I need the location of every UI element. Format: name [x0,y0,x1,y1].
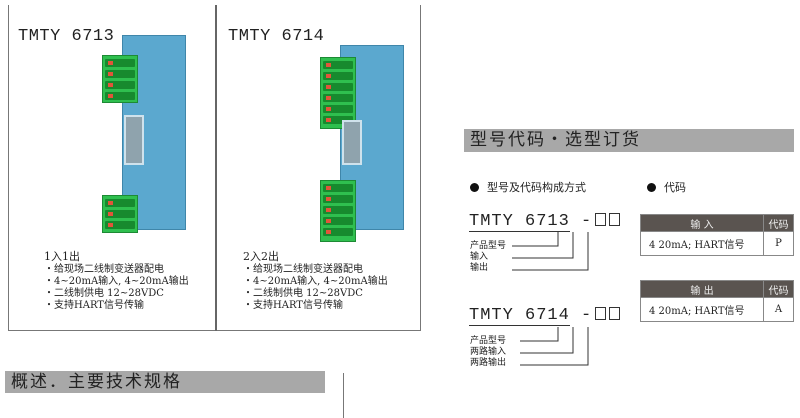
input-code-box [595,307,607,320]
product-model: TMTY 6713 [18,27,115,46]
table-cell: 4 20mA; HART信号 [640,297,764,322]
bullet-icon [647,183,656,192]
feature: 给现场二线制变送器配电 [54,264,164,275]
code-label: 产品型号 [470,336,507,346]
product-features: 1入1出 ・给现场二线制变送器配电 ・4~20mA输入, 4~20mA输出 ・二… [44,250,189,311]
device-image-6713 [100,35,190,240]
code-labels: 产品型号 两路输入 两路输出 [470,336,506,369]
table-cell: 4 20mA; HART信号 [640,231,764,256]
code-labels: 产品型号 输入 输出 [470,241,506,274]
code-label: 输出 [470,263,489,273]
code-format-6713: TMTY 6713 - [469,212,621,232]
code-model: TMTY 6713 [469,212,570,232]
device-image-6714 [318,45,408,245]
code-model: TMTY 6714 [469,306,570,326]
feature: 4~20mA输入, 4~20mA输出 [253,276,388,287]
code-title: 代码 [647,179,686,195]
feature: 4~20mA输入, 4~20mA输出 [54,276,189,287]
code-label: 输入 [470,252,489,262]
overview-heading: 概述．主要技术规格 [5,371,325,393]
code-format-6714: TMTY 6714 - [469,306,621,326]
feature: 支持HART信号传输 [54,300,144,311]
panel-divider [215,5,217,331]
table-header: 输 出 [640,280,764,298]
ordering-heading: 型号代码・选型订货 [464,129,794,152]
output-code-box [609,213,621,226]
bullet-icon [470,183,479,192]
product-io-title: 1入1出 [44,250,80,263]
table-header: 代码 [763,280,794,298]
code-leader-lines [520,327,589,366]
product-features: 2入2出 ・给现场二线制变送器配电 ・4~20mA输入, 4~20mA输出 ・二… [243,250,388,311]
feature: 二线制供电 12~28VDC [54,288,164,299]
table-header: 输 入 [640,214,764,232]
code-label: 两路输出 [470,358,507,368]
code-title-text: 代码 [664,181,686,194]
code-label: 产品型号 [470,241,507,251]
table-cell: A [763,297,794,322]
products-panel [8,5,421,331]
code-dash: - [581,212,593,231]
feature: 给现场二线制变送器配电 [253,264,363,275]
table-cell: P [763,231,794,256]
output-code-box [609,307,621,320]
product-io-title: 2入2出 [243,250,279,263]
code-label: 两路输入 [470,347,507,357]
composition-title: 型号及代码构成方式 [470,179,586,195]
feature: 支持HART信号传输 [253,300,343,311]
composition-title-text: 型号及代码构成方式 [487,181,586,194]
feature: 二线制供电 12~28VDC [253,288,363,299]
product-model: TMTY 6714 [228,27,325,46]
code-dash: - [581,306,593,325]
input-code-box [595,213,607,226]
table-header: 代码 [763,214,794,232]
code-leader-lines [512,232,589,271]
column-divider [343,373,344,418]
